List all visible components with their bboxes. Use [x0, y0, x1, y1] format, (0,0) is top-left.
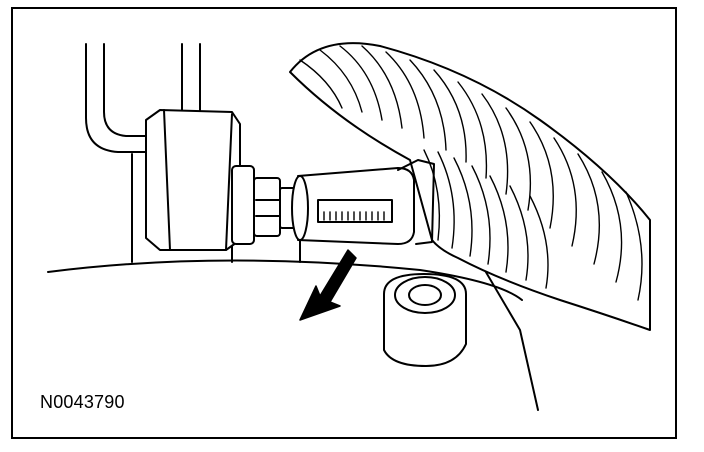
housing-bracket [85, 43, 301, 263]
hex-fitting [145, 109, 241, 251]
lower-right-edge [479, 261, 539, 411]
pipe-nut [231, 165, 297, 245]
figure-id-label: N0043790 [40, 392, 125, 412]
figure-border [11, 7, 677, 439]
scale-ticks [323, 211, 385, 221]
corrugated-hose [289, 42, 651, 331]
arrow-icon [299, 249, 357, 321]
inline-connector [291, 159, 435, 245]
mounting-boss [383, 273, 467, 367]
